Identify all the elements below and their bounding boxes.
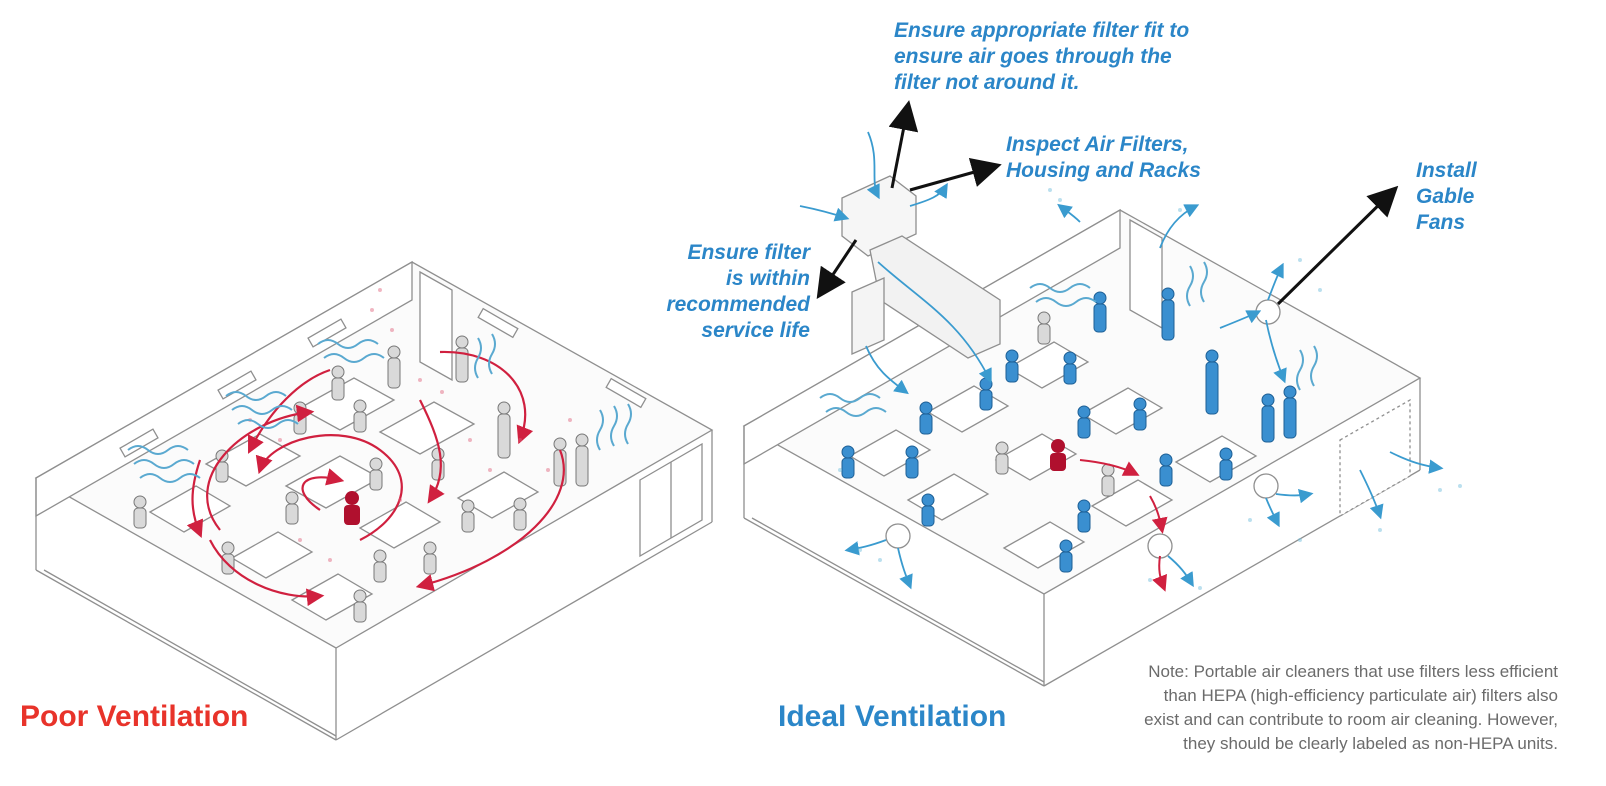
arrow-service-life xyxy=(816,239,858,299)
left-vent-3 xyxy=(307,318,347,348)
gable-fan xyxy=(1255,299,1281,325)
callout-filter-fit: Ensure appropriate filter fit to ensure … xyxy=(894,19,1190,94)
callout-gable-fans: Install Gable Fans xyxy=(1416,159,1477,234)
left-vent-5 xyxy=(605,377,647,409)
portable-cleaner-1 xyxy=(885,523,911,549)
hvac-unit xyxy=(841,175,917,257)
callout-inspect-filters: Inspect Air Filters, Housing and Racks xyxy=(1006,133,1201,182)
portable-cleaner-2 xyxy=(1147,533,1173,559)
right-room-cabinet xyxy=(1339,398,1411,518)
arrow-inspect-filters xyxy=(909,158,1002,192)
arrow-filter-fit xyxy=(888,100,919,189)
left-blue-waves xyxy=(127,333,632,483)
callout-service-life: Ensure filter is within recommended serv… xyxy=(666,241,810,342)
ideal-ventilation-heading: Ideal Ventilation xyxy=(778,700,1007,733)
left-vent-4 xyxy=(477,307,519,339)
poor-ventilation-room xyxy=(34,260,714,741)
portable-cleaner-3 xyxy=(1253,473,1279,499)
hvac-riser xyxy=(851,277,885,355)
right-room-door xyxy=(1129,218,1163,330)
portable-cleaner-note: Note: Portable air cleaners that use fil… xyxy=(1144,662,1558,753)
right-blue-waves xyxy=(819,261,1318,417)
arrow-gable-fans xyxy=(1276,185,1399,306)
right-people xyxy=(841,287,1297,573)
left-red-air-flow xyxy=(186,350,565,607)
right-red-air-short xyxy=(1079,459,1168,592)
left-room-door xyxy=(419,270,453,382)
poor-ventilation-heading: Poor Ventilation xyxy=(20,700,249,733)
left-vent-2 xyxy=(217,370,257,400)
ideal-ventilation-room xyxy=(742,175,1422,687)
infected-person-right xyxy=(1050,439,1066,471)
right-blue-air-flow xyxy=(799,131,1444,590)
left-red-particles xyxy=(248,288,572,562)
right-blue-particles xyxy=(838,188,1462,590)
infected-person-left xyxy=(344,491,360,525)
callout-arrows xyxy=(816,100,1399,306)
